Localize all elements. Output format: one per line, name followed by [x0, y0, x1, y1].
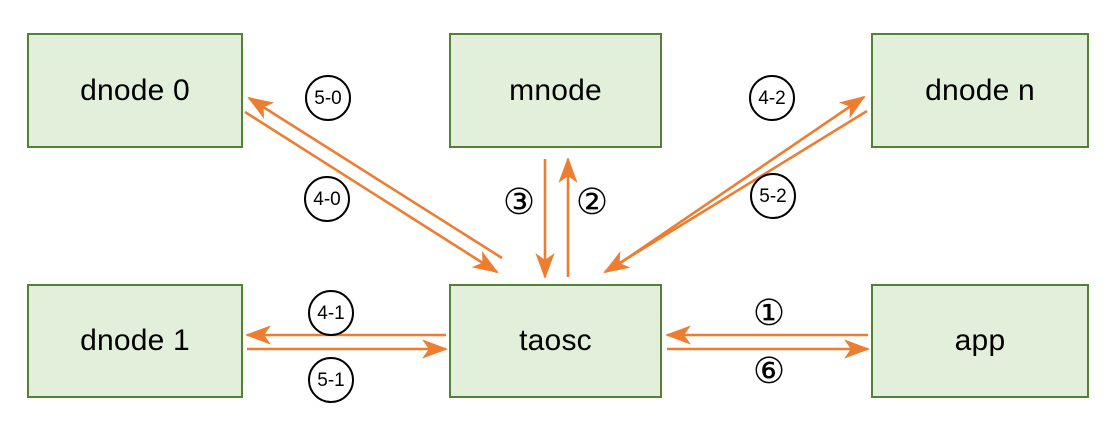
step-badge-6: ⑥: [746, 349, 792, 395]
node-dnode1[interactable]: dnode 1: [27, 284, 243, 398]
arrow-dnoden-to-taosc: [603, 109, 868, 274]
step-badge-5-2: 5-2: [750, 173, 796, 219]
node-dnode0[interactable]: dnode 0: [27, 33, 243, 148]
node-label: dnode 1: [80, 324, 190, 357]
node-label: dnode n: [925, 73, 1035, 107]
step-badge-label: ⑥: [752, 351, 786, 392]
node-label: mnode: [509, 73, 602, 107]
step-badge-label: ③: [502, 182, 536, 223]
step-badge-5-1: 5-1: [308, 357, 354, 403]
arrow-taosc-to-dnode0: [247, 96, 503, 260]
step-badge-2: ②: [569, 180, 615, 226]
step-badge-label: 5-2: [759, 185, 787, 207]
step-badge-1: ①: [746, 291, 792, 337]
step-badge-4-2: 4-2: [749, 75, 795, 121]
node-label: app: [954, 324, 1006, 357]
arrow-taosc-to-dnoden: [609, 95, 866, 272]
node-label: dnode 0: [80, 73, 190, 107]
step-badge-label: ②: [575, 182, 609, 223]
node-dnoden[interactable]: dnode n: [871, 33, 1089, 148]
step-badge-label: 5-0: [314, 87, 342, 109]
step-badge-4-1: 4-1: [308, 290, 354, 336]
step-badge-label: 4-2: [758, 87, 786, 109]
step-badge-label: ①: [752, 293, 786, 334]
step-badge-label: 5-1: [317, 369, 345, 391]
node-app[interactable]: app: [871, 284, 1089, 398]
step-badge-label: 4-1: [317, 302, 345, 324]
step-badge-3: ③: [496, 180, 542, 226]
arrow-dnode0-to-taosc: [244, 110, 499, 274]
node-label: taosc: [519, 324, 592, 357]
node-taosc[interactable]: taosc: [449, 284, 662, 398]
step-badge-label: 4-0: [313, 188, 341, 210]
node-mnode[interactable]: mnode: [449, 33, 662, 148]
step-badge-4-0: 4-0: [304, 176, 350, 222]
step-badge-5-0: 5-0: [305, 75, 351, 121]
